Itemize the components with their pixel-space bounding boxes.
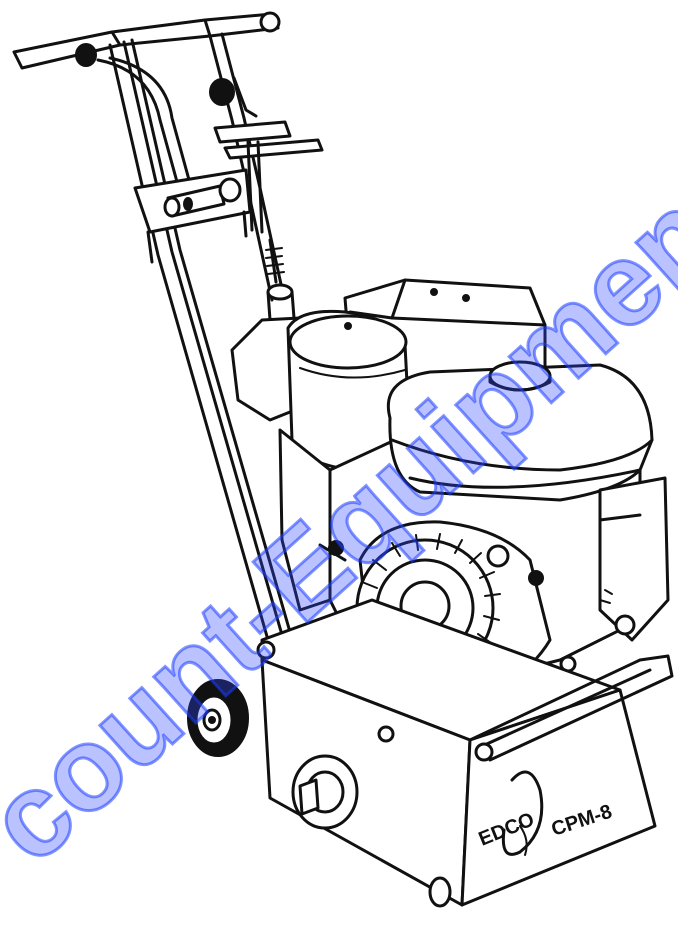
handle-assembly bbox=[12, 11, 324, 642]
drum-housing: EDCO CPM-8 bbox=[256, 598, 674, 908]
transport-wheel bbox=[187, 679, 249, 757]
